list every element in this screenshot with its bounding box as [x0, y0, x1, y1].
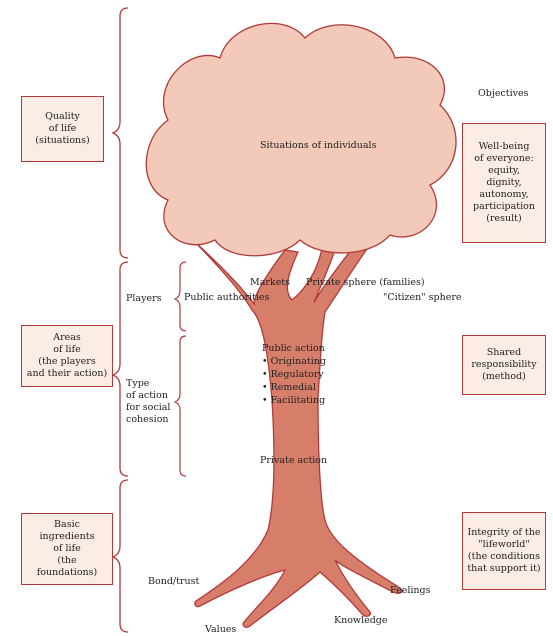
brace-quality-of-life — [111, 7, 129, 259]
box-shared-responsibility: Shared responsibility (method) — [462, 335, 546, 395]
label-markets: Markets — [250, 277, 291, 288]
public-action-item: Remedial — [262, 381, 326, 394]
brace-basic-ingredients — [111, 479, 129, 633]
box-quality-of-life: Quality of life (situations) — [21, 96, 104, 162]
root-label-feelings: Feelings — [390, 585, 431, 596]
box-basic-ingredients: Basic ingredients of life (the foundatio… — [21, 513, 113, 585]
public-action-item: Facilitating — [262, 394, 326, 407]
public-action-title: Public action — [262, 343, 325, 354]
brace-type-of-action — [173, 335, 187, 477]
label-public-authorities: Public authorities — [184, 292, 270, 303]
public-action-block: Public action Originating Regulatory Rem… — [262, 342, 326, 407]
brace-areas-of-life — [111, 261, 129, 477]
public-action-item: Originating — [262, 355, 326, 368]
public-action-item: Regulatory — [262, 368, 326, 381]
tree-crown — [145, 22, 457, 257]
root-label-values: Values — [205, 624, 237, 635]
label-players: Players — [126, 293, 162, 304]
crown-label: Situations of individuals — [260, 140, 377, 151]
label-type-of-action: Type of action for social cohesion — [126, 378, 171, 425]
label-private-action: Private action — [260, 455, 328, 466]
root-label-bond-trust: Bond/trust — [148, 576, 200, 587]
box-areas-of-life: Areas of life (the players and their act… — [21, 325, 113, 387]
label-private-sphere: Private sphere (families) — [306, 277, 425, 288]
box-integrity-lifeworld: Integrity of the "lifeworld" (the condit… — [462, 512, 546, 590]
box-well-being: Well-being of everyone: equity, dignity,… — [462, 123, 546, 243]
objectives-title: Objectives — [478, 88, 529, 99]
brace-players — [173, 261, 187, 332]
root-label-knowledge: Knowledge — [334, 615, 388, 626]
label-citizen-sphere: "Citizen" sphere — [383, 292, 462, 303]
